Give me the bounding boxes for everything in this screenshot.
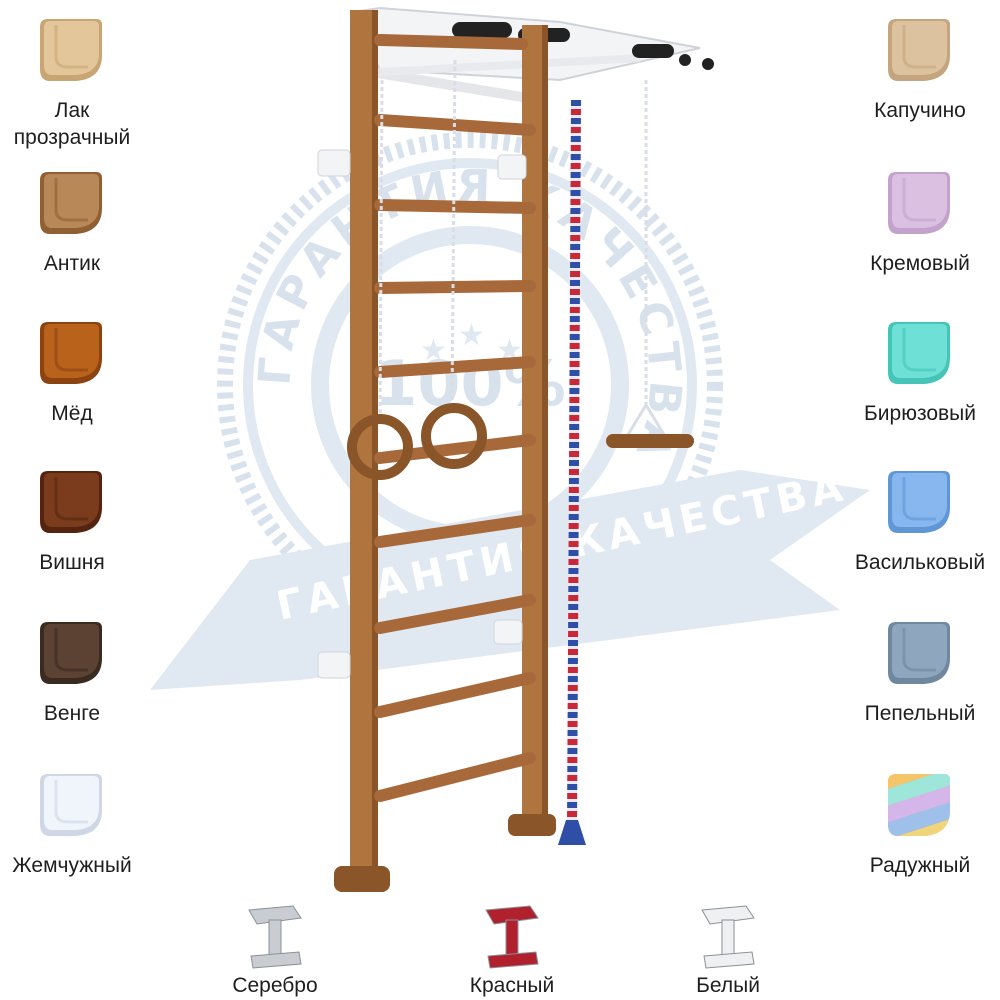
trapeze-bar — [606, 434, 694, 448]
bracket-label: Белый — [696, 974, 760, 997]
finish-swatch[interactable] — [36, 168, 106, 238]
finish-label: Антик — [43, 252, 101, 275]
finish-swatch[interactable] — [884, 318, 954, 388]
finish-label: Мёд — [51, 402, 93, 425]
right-foot — [508, 814, 556, 836]
finish-swatch[interactable] — [884, 15, 954, 85]
finish-swatch[interactable] — [884, 618, 954, 688]
finish-swatch[interactable] — [36, 770, 106, 840]
finish-swatch[interactable] — [36, 318, 106, 388]
star-icon: ★ — [458, 319, 485, 352]
bracket-swatch[interactable] — [235, 900, 315, 975]
finish-swatch[interactable] — [36, 618, 106, 688]
left-grip — [452, 22, 512, 38]
rung — [374, 752, 536, 802]
rung — [374, 34, 528, 50]
finish-label: Радужный — [869, 854, 971, 877]
finish-swatch[interactable] — [36, 15, 106, 85]
finish-label: Лак прозрачный — [13, 99, 131, 149]
rung — [374, 514, 536, 548]
stamp-ribbon — [150, 470, 870, 690]
finish-swatch[interactable] — [884, 168, 954, 238]
finish-label: Венге — [43, 702, 101, 725]
climbing-rope — [558, 99, 586, 845]
finish-label: Бирюзовый — [864, 402, 976, 425]
gymnastic-rings — [347, 59, 487, 480]
rung — [374, 672, 536, 718]
finish-label: Васильковый — [854, 551, 986, 574]
left-foot — [334, 866, 390, 892]
finish-label: Капучино — [874, 99, 966, 122]
finish-label: Вишня — [39, 551, 105, 574]
bracket-swatch[interactable] — [472, 900, 552, 975]
bracket-label: Серебро — [232, 974, 318, 997]
bracket-swatch[interactable] — [688, 900, 768, 975]
star-icon: ★ — [420, 334, 447, 367]
trapeze-swing — [606, 80, 694, 448]
rung — [374, 280, 536, 294]
finish-swatch[interactable] — [36, 467, 106, 537]
rung — [374, 356, 536, 378]
bracket-label: Красный — [469, 974, 555, 997]
finish-swatch[interactable] — [884, 770, 954, 840]
finish-label: Пепельный — [864, 702, 976, 725]
rung — [374, 199, 536, 214]
finish-label: Жемчужный — [12, 854, 132, 877]
right-grip — [632, 44, 674, 58]
finish-swatch[interactable] — [884, 467, 954, 537]
rung — [374, 594, 536, 634]
ring-left — [347, 414, 413, 480]
ring-right — [421, 403, 487, 469]
finish-label: Кремовый — [870, 252, 970, 275]
